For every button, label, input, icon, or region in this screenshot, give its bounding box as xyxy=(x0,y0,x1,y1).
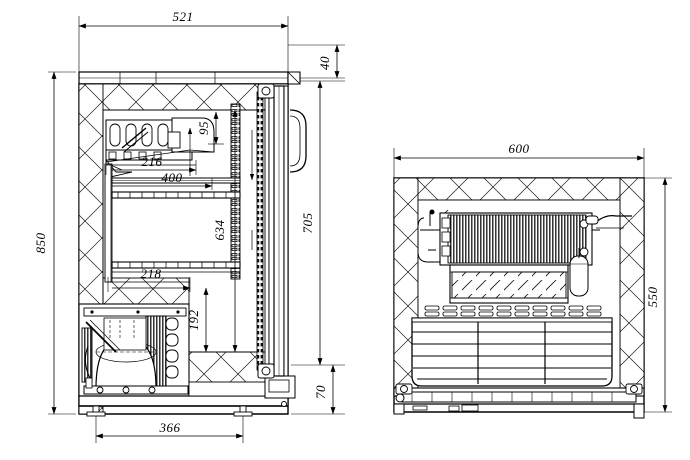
compressor xyxy=(84,317,157,389)
door-panel xyxy=(256,83,307,379)
shelf-lower xyxy=(111,261,241,269)
dimension-label-850: 850 xyxy=(33,233,48,254)
dimension-height-550: 550 xyxy=(645,177,668,413)
dimension-label-366: 366 xyxy=(159,420,181,435)
door-gasket xyxy=(256,91,264,371)
dimension-height-634: 634 xyxy=(212,109,238,353)
machine-compartment xyxy=(78,303,190,397)
dimension-label-192: 192 xyxy=(186,310,201,331)
leveling-feet xyxy=(86,405,253,417)
door-handle xyxy=(289,109,307,173)
dimension-depth-218: 218 xyxy=(107,266,191,292)
shelf-upper xyxy=(111,177,241,184)
leader-lines-side xyxy=(187,127,255,250)
ventilation-louvers xyxy=(424,305,602,317)
dimension-label-95: 95 xyxy=(196,121,211,135)
dimension-label-705: 705 xyxy=(300,213,315,234)
base-rail xyxy=(393,383,645,412)
dimension-height-192: 192 xyxy=(186,287,209,353)
dimension-label-216: 216 xyxy=(142,154,163,169)
dimension-label-218: 218 xyxy=(141,266,162,281)
cabinet-top-cap xyxy=(78,71,301,85)
condenser-coil-finned xyxy=(439,212,599,266)
dimension-label-400: 400 xyxy=(162,170,183,185)
dimension-depth-216: 216 xyxy=(105,154,197,175)
dimension-width-600: 600 xyxy=(393,141,645,161)
insulation-top-front xyxy=(393,177,645,201)
dimension-width-521: 521 xyxy=(78,9,289,29)
cabinet-base-plate xyxy=(78,395,289,407)
dimension-label-70: 70 xyxy=(313,385,328,399)
control-box xyxy=(264,375,296,407)
dimension-label-550: 550 xyxy=(645,287,660,308)
dimension-depth-400: 400 xyxy=(112,170,213,190)
dimension-plinth-70: 70 xyxy=(313,364,336,415)
shelf-support-rail-left xyxy=(104,163,113,283)
dimension-offset-40: 40 xyxy=(317,44,340,79)
dimension-height-705: 705 xyxy=(300,80,323,366)
dimension-label-600: 600 xyxy=(509,141,530,156)
compressor-housing xyxy=(449,264,569,304)
leveling-feet-front xyxy=(393,403,645,419)
dimension-base-366: 366 xyxy=(95,420,244,439)
dimension-label-40: 40 xyxy=(317,56,332,70)
side-section-view: 521 40 850 705 70 366 xyxy=(33,9,345,443)
insulation-right-front xyxy=(619,177,645,397)
shelf-middle xyxy=(111,191,241,199)
front-section-view: 600 550 xyxy=(393,141,672,419)
dimension-gap-95: 95 xyxy=(196,111,224,145)
wire-shelf-grid xyxy=(411,317,613,387)
dimension-label-634: 634 xyxy=(212,220,227,241)
dimension-height-850: 850 xyxy=(33,71,57,415)
evaporator-unit xyxy=(105,117,215,179)
dimension-label-521: 521 xyxy=(173,9,194,24)
receiver-drier xyxy=(569,248,589,297)
